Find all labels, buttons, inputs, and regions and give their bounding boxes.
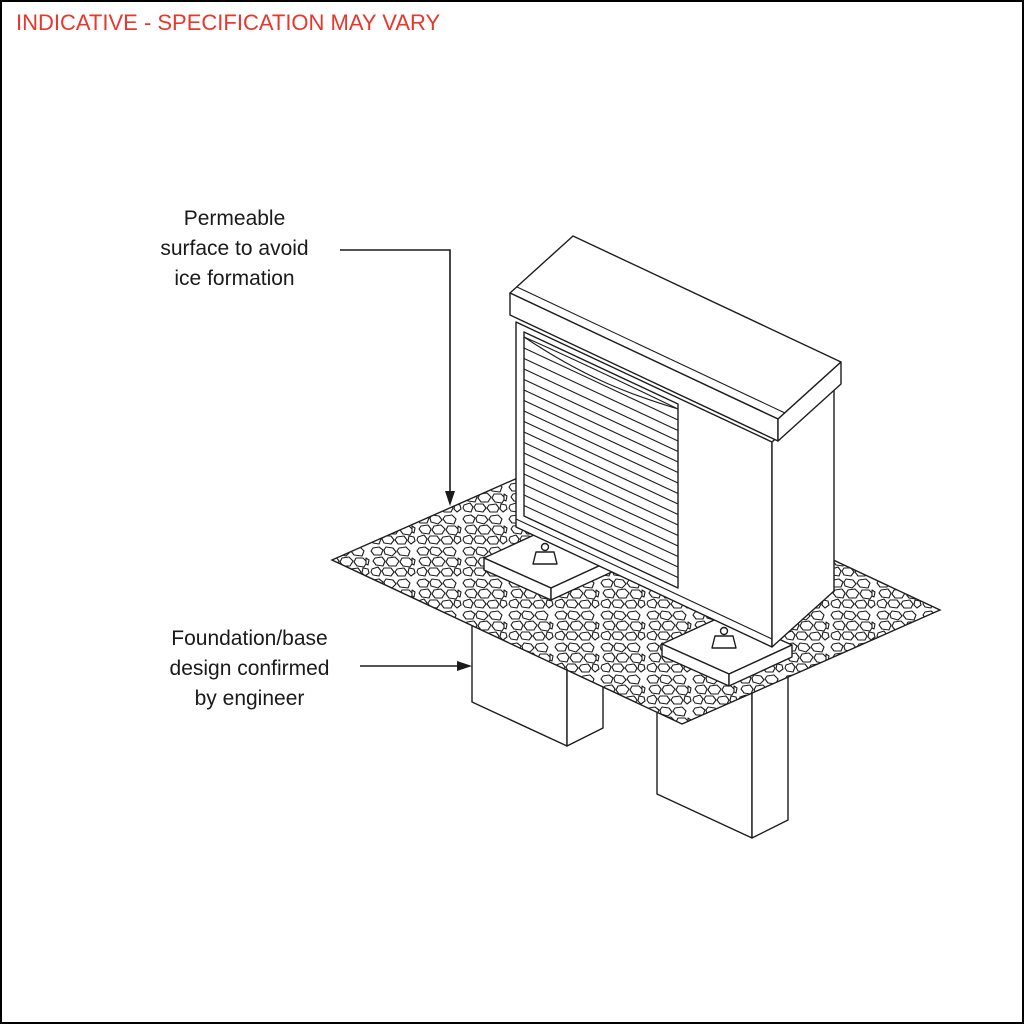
annotation-line: ice formation bbox=[174, 267, 295, 290]
annotation-line: Permeable bbox=[183, 207, 286, 230]
arrowhead-right-icon bbox=[457, 661, 472, 671]
leader-permeable bbox=[340, 249, 455, 506]
leader-foundation bbox=[360, 661, 472, 671]
heat-pump-unit bbox=[509, 235, 842, 648]
mounting-foot-left bbox=[532, 542, 558, 565]
annotation-line: surface to avoid bbox=[160, 237, 309, 260]
annotation-foundation-base: Foundation/base design confirmed by engi… bbox=[142, 624, 357, 714]
mounting-foot-right bbox=[711, 626, 737, 649]
grille-slats bbox=[523, 347, 679, 578]
unit-top-cap bbox=[509, 235, 842, 442]
fan-grille bbox=[523, 331, 679, 589]
arrowhead-down-icon bbox=[445, 491, 455, 506]
disclaimer-title: INDICATIVE - SPECIFICATION MAY VARY bbox=[16, 10, 441, 35]
annotation-line: by engineer bbox=[194, 687, 305, 710]
annotation-line: Foundation/base bbox=[171, 627, 328, 650]
unit-base-seam bbox=[515, 518, 773, 640]
annotation-line: design confirmed bbox=[169, 657, 330, 680]
annotation-permeable-surface: Permeable surface to avoid ice formation bbox=[132, 204, 337, 294]
